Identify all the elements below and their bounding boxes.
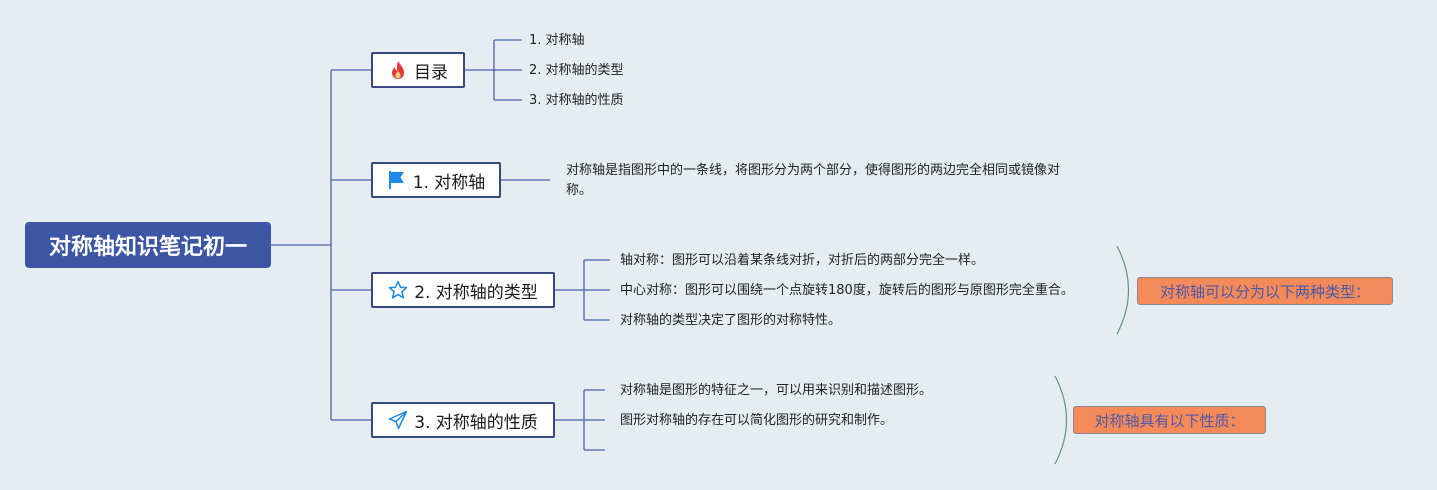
toc-item[interactable]: 2. 对称轴的类型 — [529, 63, 624, 78]
fire-icon — [388, 60, 408, 80]
star-icon — [388, 280, 408, 300]
properties-summary-brace — [1054, 375, 1068, 465]
properties-summary-text: 对称轴具有以下性质： — [1094, 411, 1245, 430]
types-item[interactable]: 对称轴的类型决定了图形的对称特性。 — [620, 313, 842, 328]
properties-item[interactable]: 图形对称轴的存在可以简化图形的研究和制作。 — [620, 413, 894, 428]
toc-item[interactable]: 3. 对称轴的性质 — [529, 93, 624, 108]
branch-types[interactable]: 2. 对称轴的类型 — [371, 272, 555, 308]
toc-leaf-connector — [465, 39, 522, 101]
properties-summary[interactable]: 对称轴具有以下性质： — [1073, 406, 1266, 434]
types-leaf-connector — [555, 259, 610, 321]
types-item[interactable]: 轴对称：图形可以沿着某条线对折，对折后的两部分完全一样。 — [620, 253, 985, 268]
properties-item[interactable]: 对称轴是图形的特征之一，可以用来识别和描述图形。 — [620, 383, 933, 398]
branch-types-label: 2. 对称轴的类型 — [414, 282, 538, 303]
toc-item[interactable]: 1. 对称轴 — [529, 33, 585, 48]
paper-plane-icon — [388, 410, 408, 430]
branch-toc-label: 目录 — [414, 62, 448, 83]
definition-text[interactable]: 对称轴是指图形中的一条线，将图形分为两个部分，使得图形的两边完全相同或镜像对称。 — [566, 163, 1061, 198]
properties-leaf-connector — [555, 389, 605, 451]
root-title: 对称轴知识笔记初一 — [48, 235, 247, 260]
branch-definition[interactable]: 1. 对称轴 — [371, 162, 501, 198]
branch-toc[interactable]: 目录 — [371, 52, 465, 88]
flag-icon — [387, 170, 407, 190]
types-summary-text: 对称轴可以分为以下两种类型： — [1159, 282, 1370, 301]
types-item[interactable]: 中心对称：图形可以围绕一个点旋转180度，旋转后的图形与原图形完全重合。 — [620, 283, 1074, 298]
branch-definition-label: 1. 对称轴 — [412, 172, 486, 193]
branch-properties-label: 3. 对称轴的性质 — [414, 412, 538, 433]
branch-properties[interactable]: 3. 对称轴的性质 — [371, 402, 555, 438]
types-summary-brace — [1116, 245, 1130, 335]
types-summary[interactable]: 对称轴可以分为以下两种类型： — [1137, 277, 1393, 305]
root-node[interactable]: 对称轴知识笔记初一 — [25, 222, 271, 268]
